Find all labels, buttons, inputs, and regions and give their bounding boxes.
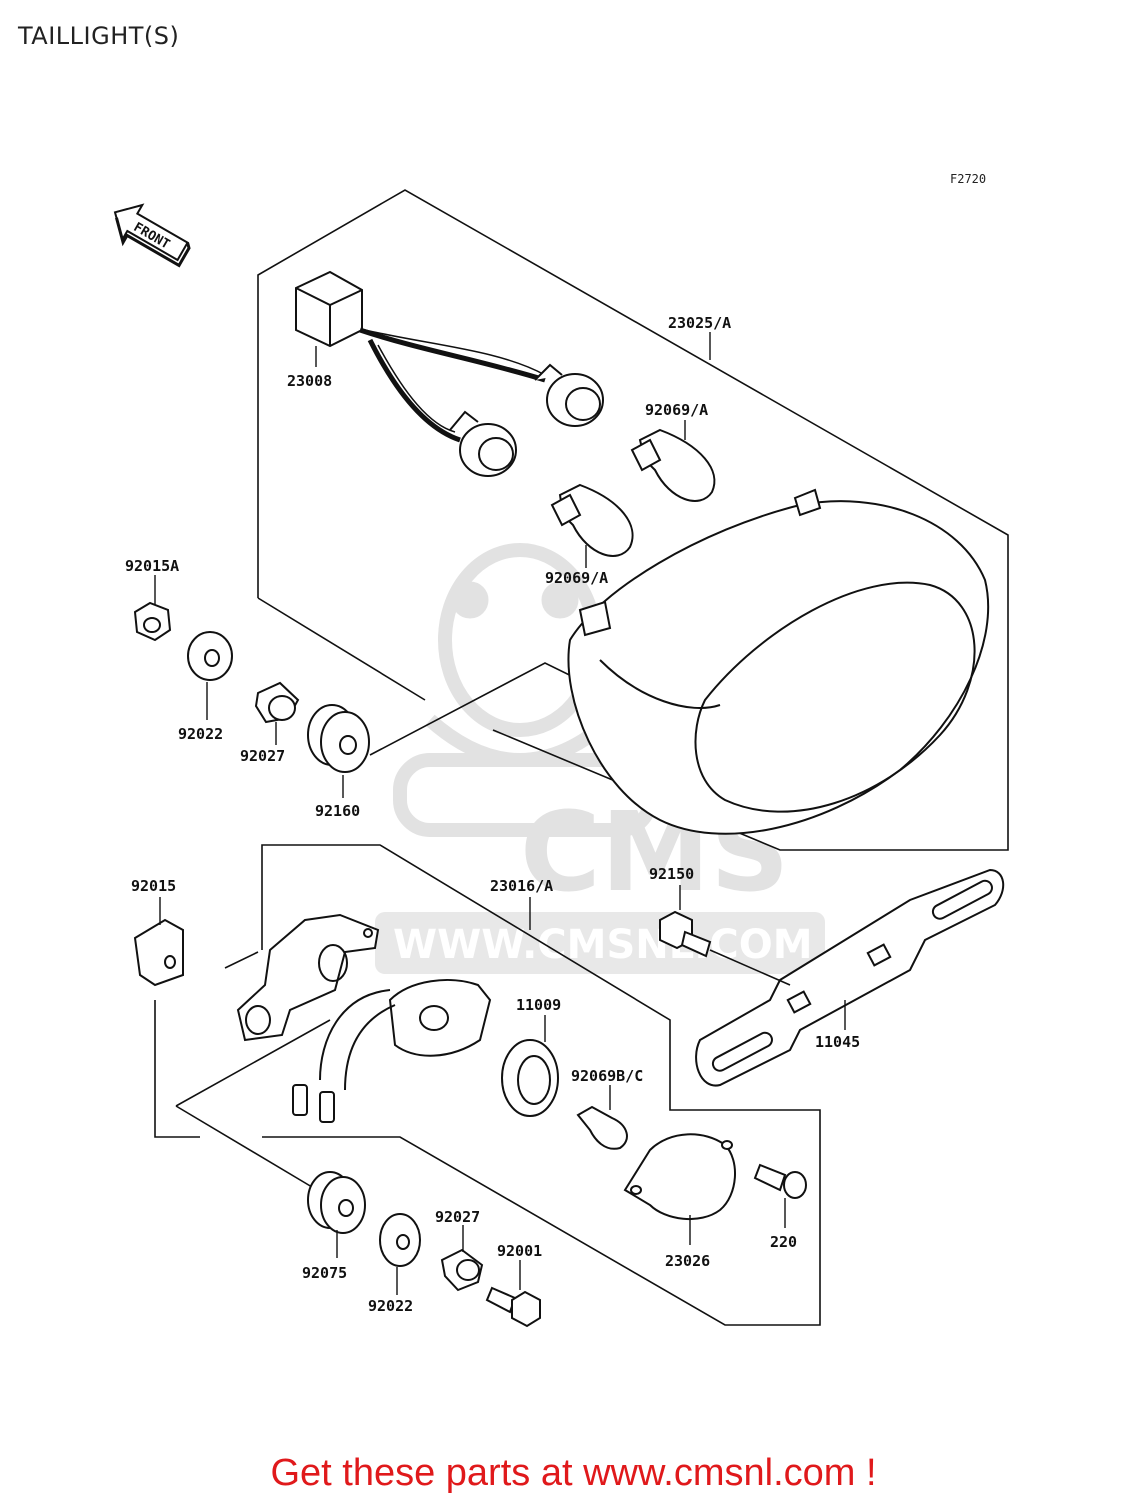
part-label: 11045 <box>815 1033 860 1051</box>
part-label: 92015 <box>131 877 176 895</box>
grommet-icon <box>307 1171 366 1234</box>
part-label: 92160 <box>315 802 360 820</box>
license-light-bracket <box>236 913 380 1042</box>
page-title: TAILLIGHT(S) <box>18 22 180 50</box>
bolt-icon <box>485 1286 541 1328</box>
part-label: 92027 <box>240 747 285 765</box>
lens-cover-icon <box>623 1133 737 1221</box>
part-label: 23025/A <box>668 314 731 332</box>
part-label: 92001 <box>497 1242 542 1260</box>
part-label: 220 <box>770 1233 797 1251</box>
part-label: 92150 <box>649 865 694 883</box>
part-label: 92022 <box>178 725 223 743</box>
bolt-icon <box>659 910 712 958</box>
license-plate-bracket <box>695 868 1005 1087</box>
washer-icon <box>379 1213 421 1267</box>
promo-link[interactable]: Get these parts at www.cmsnl.com ! <box>270 1452 877 1494</box>
small-bulb-icon <box>576 1105 628 1150</box>
screw-icon <box>753 1163 807 1199</box>
parts-diagram: CMS WWW.CMSNL.COM FRONT <box>113 189 1009 1328</box>
part-label: 23026 <box>665 1252 710 1270</box>
gasket-icon <box>501 1039 559 1117</box>
wiring-harness <box>295 270 604 477</box>
part-label: 92015A <box>125 557 179 575</box>
leader-lines <box>154 332 846 1295</box>
grommet-icon <box>307 704 370 773</box>
flange-nut-icon <box>133 601 172 642</box>
part-label: 23016/A <box>490 877 553 895</box>
part-label: 23008 <box>287 372 332 390</box>
front-arrow-icon: FRONT <box>113 203 191 268</box>
collar-icon <box>254 681 300 724</box>
part-label: 92069/A <box>545 569 608 587</box>
part-label: 92075 <box>302 1264 347 1282</box>
part-labels: 23025/A 23008 92069/A 92069/A 92015A 920… <box>125 314 860 1315</box>
washer-icon <box>187 631 233 681</box>
part-label: 92069B/C <box>571 1067 643 1085</box>
part-label: 92027 <box>435 1208 480 1226</box>
taillight-lens <box>567 488 990 835</box>
watermark-url: WWW.CMSNL.COM <box>393 922 813 968</box>
part-label: 92069/A <box>645 401 708 419</box>
collar-icon <box>440 1248 484 1292</box>
part-label: 92022 <box>368 1297 413 1315</box>
bulb-icon <box>630 428 716 502</box>
part-label: 11009 <box>516 996 561 1014</box>
socket-icon <box>292 979 492 1123</box>
license-light-assembly-frame <box>154 844 821 1326</box>
figure-code: F2720 <box>950 172 987 186</box>
clamp-icon <box>133 918 184 987</box>
bulb-icon <box>550 483 634 557</box>
